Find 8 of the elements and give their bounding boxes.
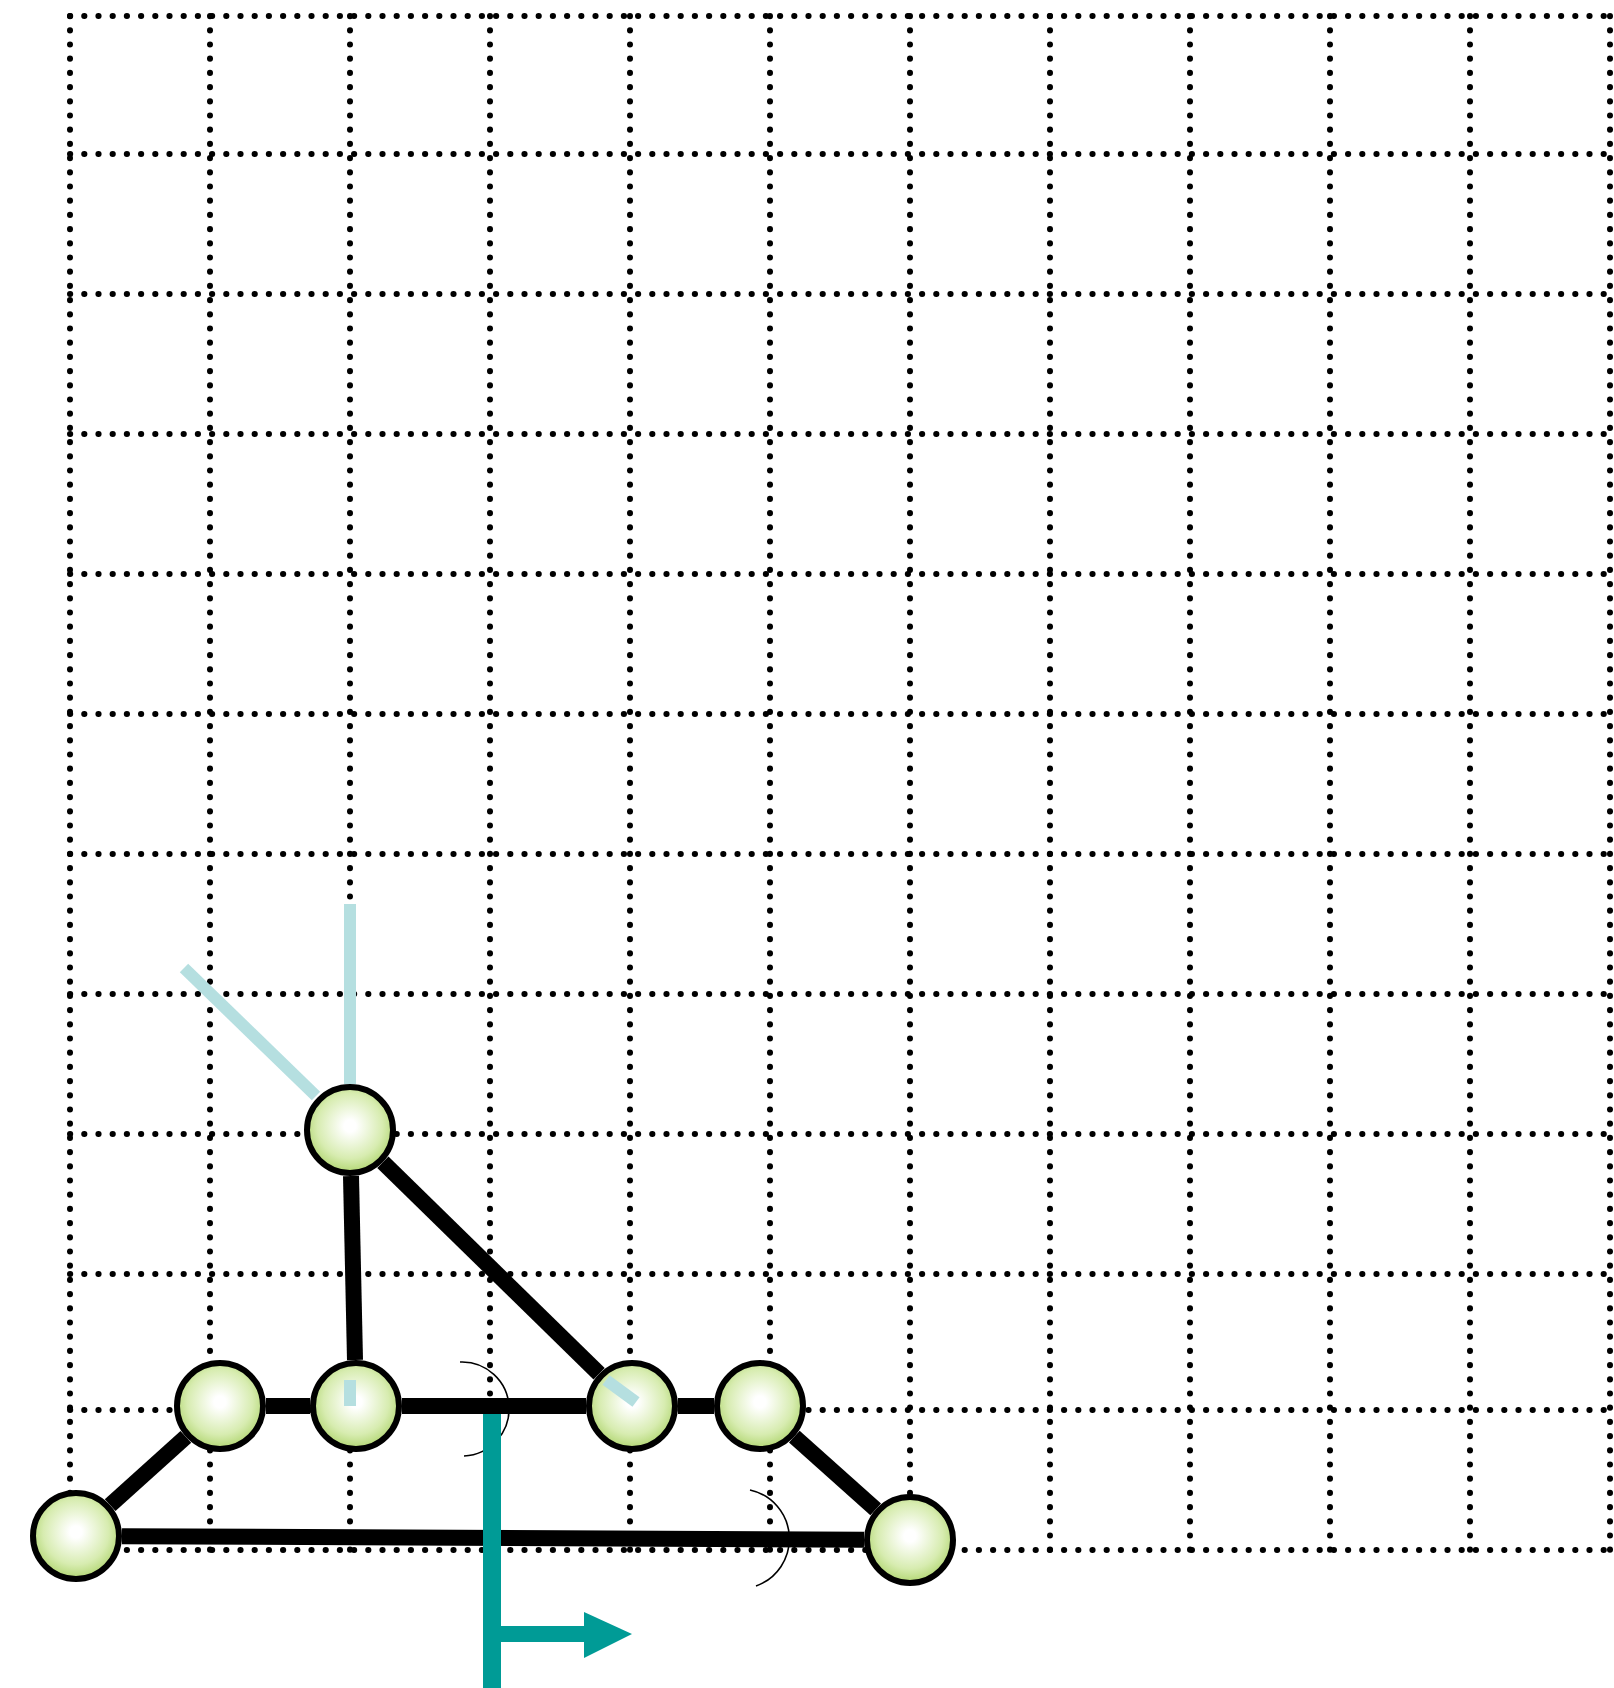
truss-member	[377, 1156, 605, 1380]
truss-member	[121, 1528, 865, 1548]
truss-member	[266, 1398, 310, 1414]
truss-member	[788, 1430, 882, 1516]
truss-member	[343, 1175, 363, 1361]
truss-member	[678, 1398, 714, 1414]
truss-member	[104, 1430, 192, 1512]
truss-member	[402, 1398, 586, 1414]
